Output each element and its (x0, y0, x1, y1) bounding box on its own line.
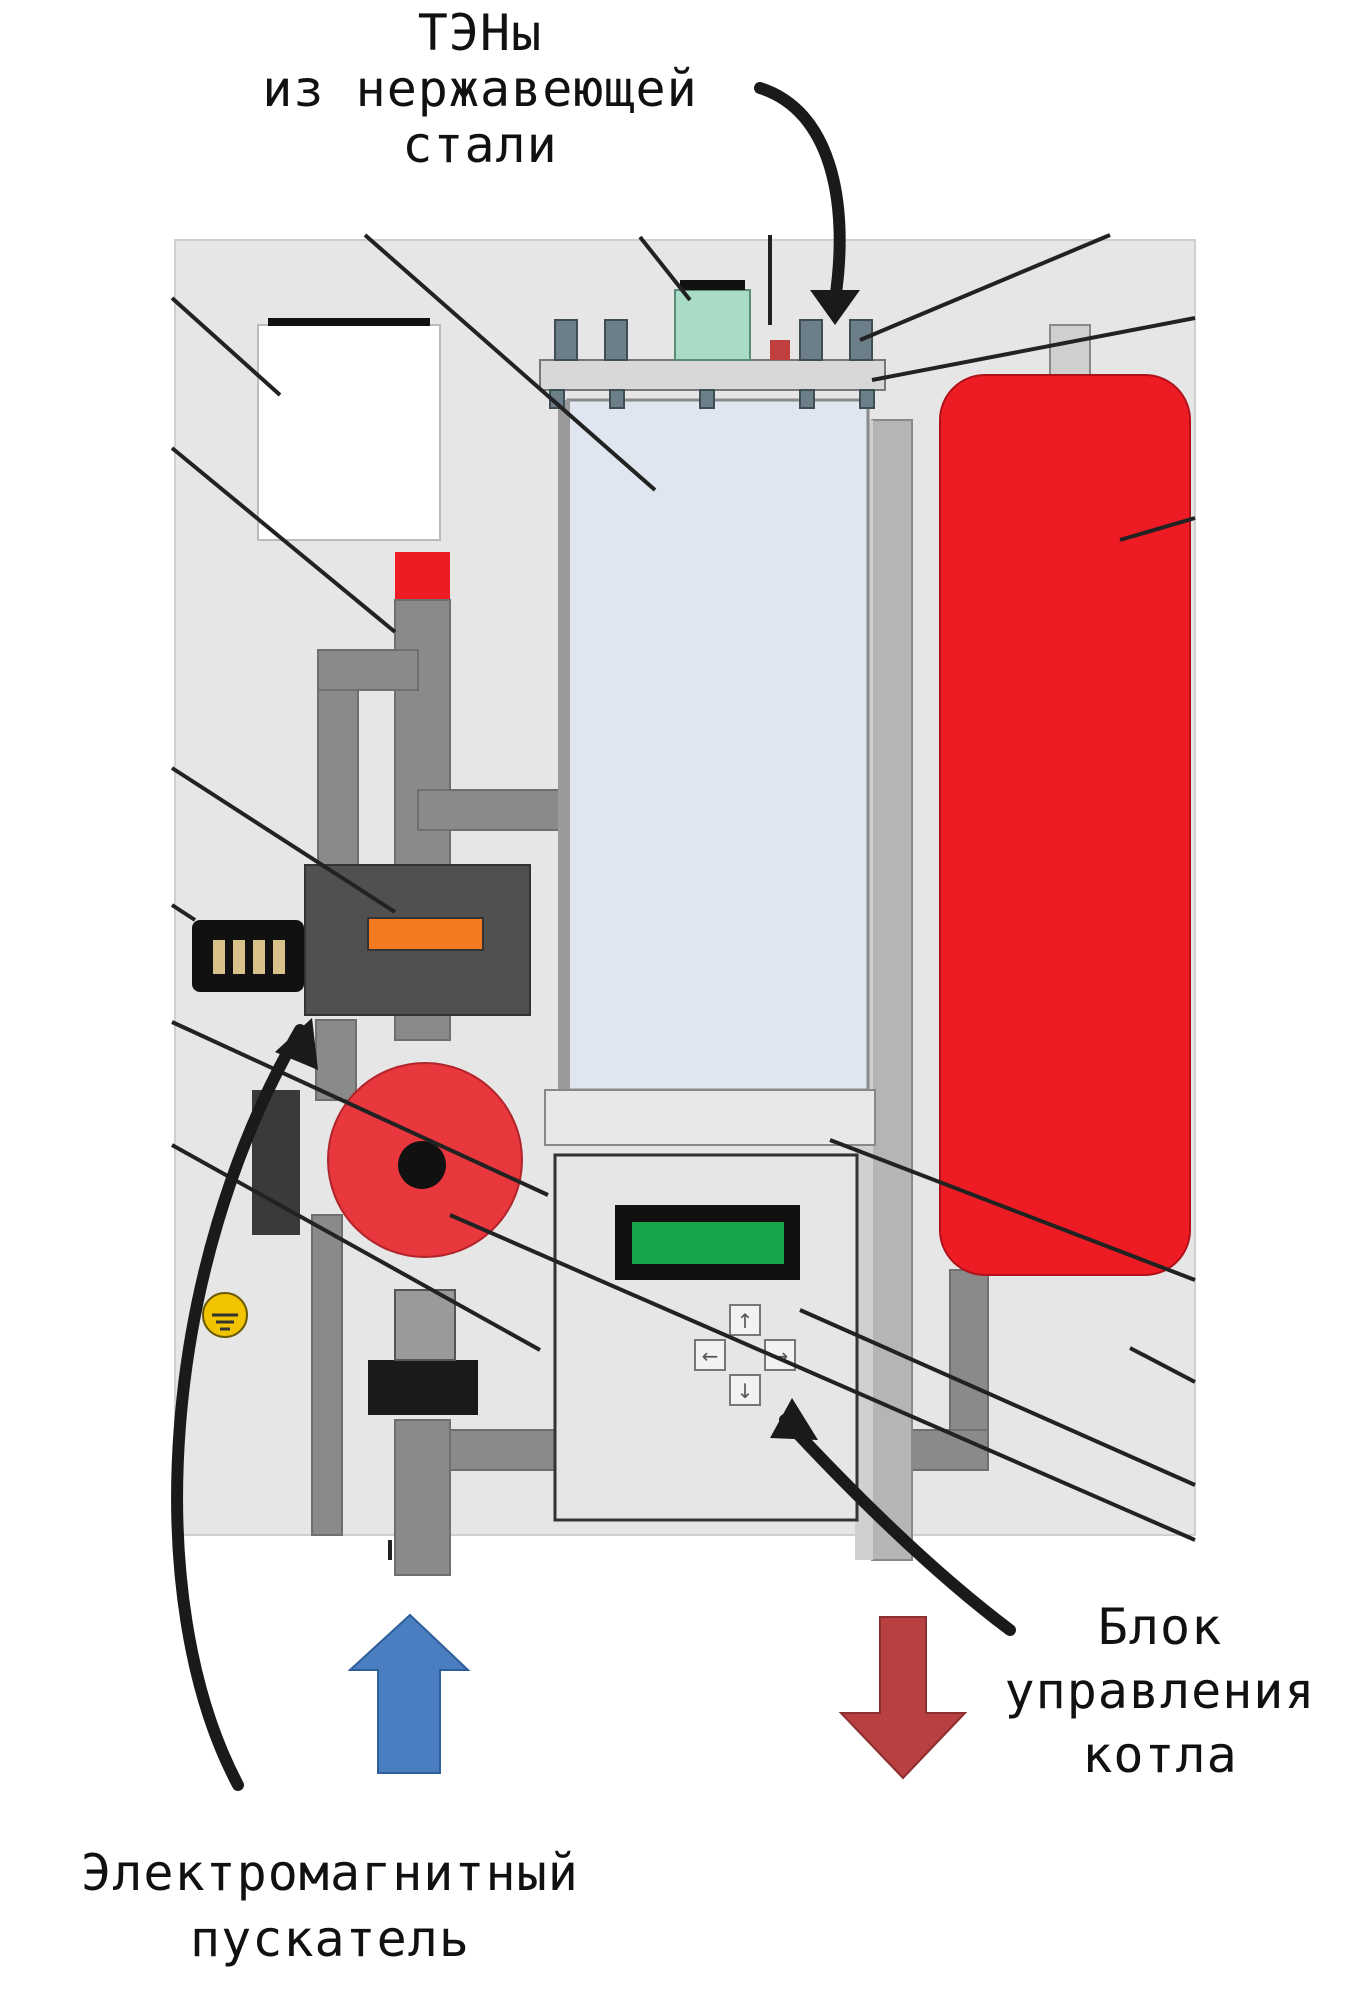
contactor-indicator (367, 917, 484, 951)
return-pipe (871, 419, 913, 1561)
control-display (632, 1222, 784, 1264)
heater-terminal-3 (799, 319, 823, 361)
terminal-plate-bar (268, 318, 430, 326)
terminal-plate (257, 324, 441, 541)
svg-text:↑: ↑ (737, 1309, 754, 1333)
contactor-label-line-1: Электромагнитный (81, 1844, 579, 1902)
inlet-valve-neck (394, 1289, 456, 1361)
heaters-label: ТЭНы из нержавеющей стали (180, 5, 780, 173)
heater-terminal-1 (554, 319, 578, 361)
heater-terminals (549, 319, 875, 409)
control-unit-label: Блок управления котла (960, 1595, 1360, 1787)
tank-flange (539, 359, 886, 391)
heat-exchanger-tank (566, 398, 870, 1092)
keypad-glyphs: ↑ ← → ↓ (702, 1309, 789, 1403)
callout-arrows (171, 82, 1016, 1791)
inlet-valve (368, 1360, 478, 1415)
terminal-strip-contacts (213, 940, 285, 974)
thermostat-block (674, 289, 751, 361)
callout-arrow-heaters (754, 82, 846, 306)
leader-lines (170, 233, 1196, 1560)
pump-center (398, 1141, 446, 1189)
contactor-label-line-2: пускатель (190, 1910, 470, 1968)
control-unit-label-line-2: управления (1004, 1662, 1316, 1720)
safety-valve-cap (395, 552, 450, 600)
control-unit-label-line-1: Блок (1097, 1598, 1223, 1656)
callout-arrow-control-unit (779, 1414, 1016, 1636)
callout-arrowheads (275, 290, 860, 1440)
heater-terminal-2 (604, 319, 628, 361)
arrow-up-icon (347, 1613, 471, 1774)
heaters-label-line-3: стали (402, 116, 558, 174)
control-unit-label-line-3: котла (1082, 1726, 1238, 1784)
svg-text:↓: ↓ (737, 1379, 754, 1403)
callout-arrow-contactor (171, 1024, 306, 1791)
air-vent (1049, 324, 1091, 376)
sensor-red (770, 340, 790, 360)
svg-text:←: ← (702, 1344, 719, 1368)
contactor-label: Электромагнитный пускатель (0, 1840, 660, 1972)
arrow-down-icon (838, 1616, 968, 1780)
expansion-vessel (939, 374, 1191, 1276)
thermostat-top (680, 280, 745, 290)
heaters-label-line-1: ТЭНы (417, 4, 543, 62)
tank-bottom-bar (544, 1089, 876, 1146)
heaters-label-line-2: из нержавеющей (262, 60, 698, 118)
terminal-strip (192, 920, 304, 992)
tank-left-rail (558, 400, 570, 1090)
